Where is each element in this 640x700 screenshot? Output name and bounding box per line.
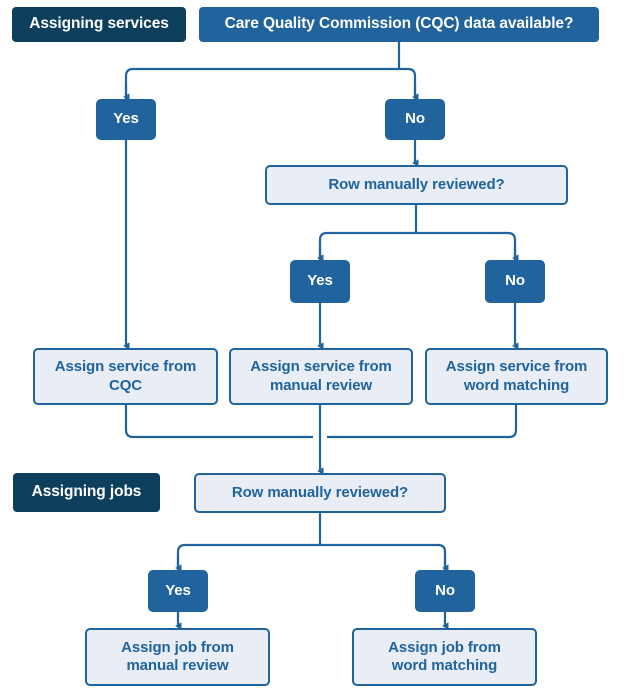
edge-service-cqc-merge (124, 405, 313, 439)
node-job-row-manually-reviewed-question[interactable]: Row manually reviewed? (194, 473, 446, 513)
node-job-review-yes[interactable]: Yes (148, 570, 208, 612)
section-label-assigning-services: Assigning services (12, 7, 186, 42)
node-assign-service-from-manual-review[interactable]: Assign service from manual review (229, 348, 413, 405)
section-label-assigning-jobs: Assigning jobs (13, 473, 160, 512)
node-job-review-no[interactable]: No (415, 570, 475, 612)
node-label: Row manually reviewed? (328, 175, 505, 193)
node-label: Row manually reviewed? (231, 483, 409, 501)
node-assign-service-from-cqc[interactable]: Assign service from CQC (33, 348, 218, 405)
edge-job-review-split (176, 543, 447, 570)
node-label: Yes (113, 110, 139, 128)
node-label: Assign job from word matching (388, 638, 501, 674)
node-assign-job-from-word-matching[interactable]: Assign job from word matching (352, 628, 537, 686)
edge-service-word-merge (327, 405, 518, 439)
node-label: Yes (307, 272, 333, 290)
node-service-review-yes[interactable]: Yes (290, 260, 350, 303)
node-label: Assign service from CQC (54, 358, 197, 394)
node-label: No (435, 581, 455, 599)
section-label-text: Assigning jobs (31, 483, 142, 501)
node-assign-job-from-manual-review[interactable]: Assign job from manual review (85, 628, 270, 686)
node-label: Care Quality Commission (CQC) data avail… (224, 15, 574, 33)
node-service-review-no[interactable]: No (485, 260, 545, 303)
node-service-row-manually-reviewed-question[interactable]: Row manually reviewed? (265, 165, 568, 205)
node-label: No (405, 110, 425, 128)
node-label: No (505, 272, 525, 290)
node-assign-service-from-word-matching[interactable]: Assign service from word matching (425, 348, 608, 405)
node-cqc-yes[interactable]: Yes (96, 99, 156, 140)
section-label-text: Assigning services (29, 15, 169, 33)
node-label: Assign service from word matching (445, 358, 588, 394)
node-cqc-data-available-question[interactable]: Care Quality Commission (CQC) data avail… (199, 7, 599, 42)
edge-service-review-split (318, 231, 517, 260)
node-label: Assign job from manual review (121, 638, 234, 674)
node-label: Yes (165, 581, 191, 599)
node-cqc-no[interactable]: No (385, 99, 445, 140)
edge-cqc-split (124, 67, 417, 99)
node-label: Assign service from manual review (250, 358, 392, 394)
